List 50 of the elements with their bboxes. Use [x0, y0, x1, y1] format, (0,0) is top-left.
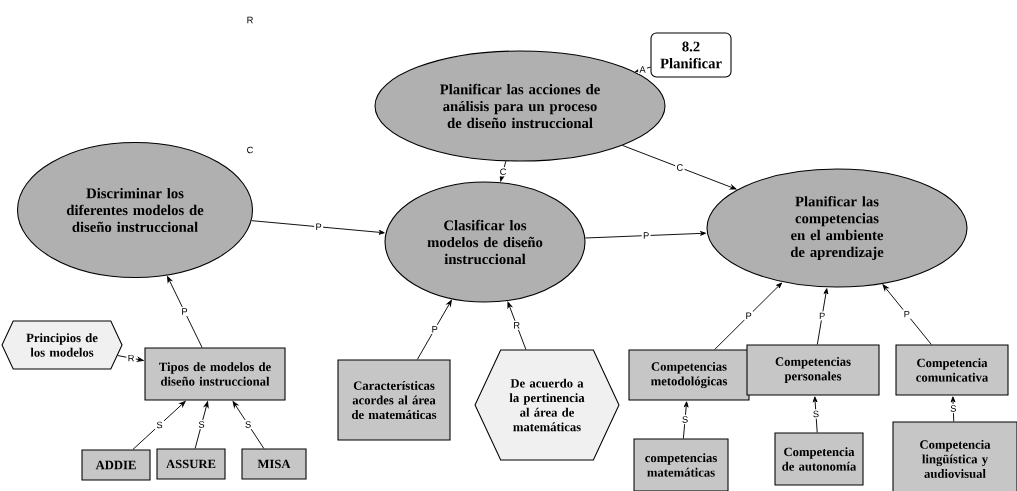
edge-label: A	[638, 64, 647, 74]
edge-label: S	[197, 419, 206, 430]
arrow	[584, 231, 707, 239]
arrow	[812, 396, 818, 433]
edge-label: P	[314, 222, 324, 232]
edge-label: P	[744, 311, 754, 321]
arrow	[132, 400, 186, 450]
arrow	[232, 401, 265, 449]
concept-box: Tipos de modelos de diseño instruccional	[144, 347, 286, 401]
arrow	[416, 299, 452, 360]
edge-label: P	[817, 311, 827, 321]
stray-label: C	[247, 146, 253, 154]
edge-label: C	[675, 162, 685, 173]
concept-box: ADDIE	[81, 449, 151, 481]
arrow	[682, 401, 689, 439]
edge-label: R	[126, 353, 136, 363]
hexagon-box: De acuerdo a la pertinencia al área de matemáticas	[474, 349, 620, 461]
concept-box: competencias matemáticas	[633, 438, 729, 491]
arrow	[714, 282, 783, 350]
arrow	[507, 301, 527, 350]
concept-box: Competencia lingüística y audiovisual	[892, 421, 1017, 491]
arrow	[117, 355, 144, 362]
edge-label: P	[430, 324, 440, 334]
arrow	[251, 220, 385, 235]
arrow	[622, 144, 737, 190]
edge-label: S	[948, 403, 958, 414]
concept-box: Competencias personales	[746, 344, 880, 396]
arrow	[167, 276, 203, 348]
arrow	[882, 284, 932, 345]
edge-label: S	[811, 409, 821, 419]
tag-box: 8.2 Planificar	[650, 32, 732, 78]
edge-label: S	[243, 419, 253, 430]
concept-box: Características acordes al área de matemáticas	[337, 359, 451, 441]
hexagon-box: Principios de los modelos	[1, 320, 123, 370]
edge-label: S	[680, 414, 690, 425]
edge-label: P	[180, 306, 189, 316]
concept-box: Competencia comunicativa	[895, 344, 1009, 396]
edge-label: S	[155, 420, 164, 430]
concept-box: Competencia de autonomía	[774, 432, 864, 486]
arrow	[950, 396, 956, 422]
concept-box: MISA	[241, 448, 307, 480]
concept-box: Competencias metodológicas	[628, 349, 750, 401]
concept-box: ASSURE	[156, 448, 226, 480]
arrow	[816, 288, 829, 345]
arrow	[194, 401, 209, 449]
stray-label: R	[247, 16, 253, 24]
edge-label: R	[512, 320, 522, 330]
edge-label: C	[498, 167, 508, 177]
edge-label: P	[902, 309, 912, 319]
edge-label: P	[641, 231, 651, 241]
